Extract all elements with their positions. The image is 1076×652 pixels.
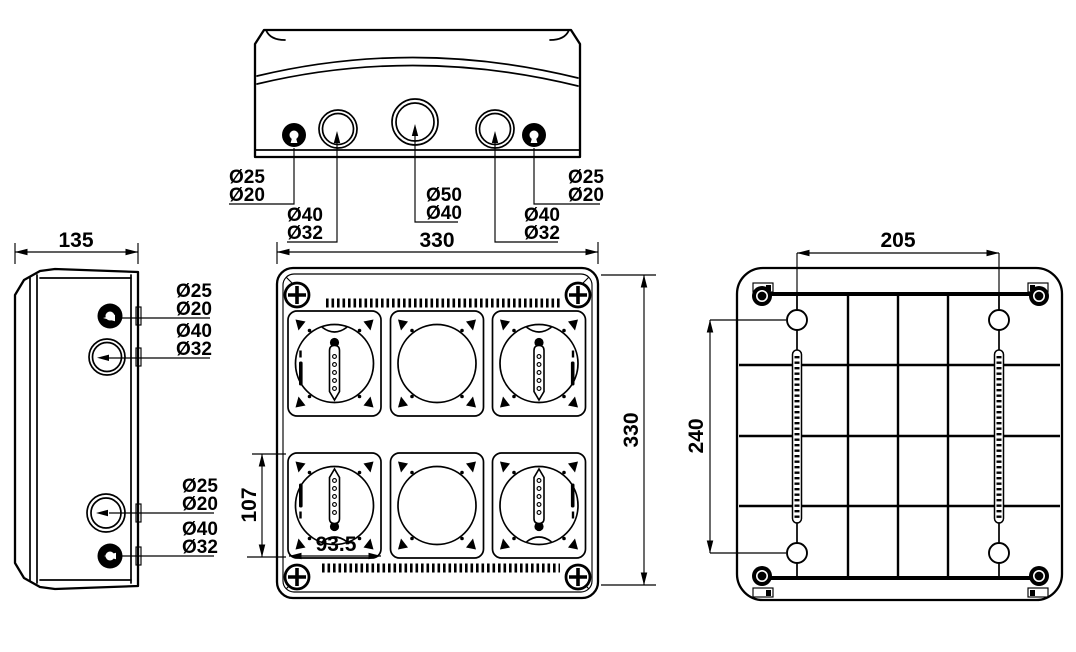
dim-240: 240 (685, 418, 708, 453)
back-mounting-height-dimension: 240 (685, 319, 786, 554)
front-socket-width-dimension: 93.5 (288, 533, 382, 560)
socket-r1c2 (391, 311, 484, 416)
dia-label: Ø40 (287, 205, 323, 226)
dim-205: 205 (880, 229, 915, 252)
front-row-pitch-dimension: 107 (238, 453, 286, 558)
dia-label: Ø25 (229, 167, 265, 188)
dia-label: Ø32 (182, 537, 218, 558)
corner-bosses (751, 282, 1050, 598)
socket-r1c3 (493, 311, 586, 416)
dia-label: Ø50 (426, 185, 462, 206)
back-view: 205 240 (685, 229, 1064, 602)
dia-label: Ø40 (524, 205, 560, 226)
front-view: 330 330 107 93.5 (238, 229, 656, 600)
dia-label: Ø40 (176, 321, 212, 342)
side-view-labels: Ø25 Ø20 Ø40 Ø32 Ø25 Ø20 Ø40 Ø32 (96, 281, 218, 560)
socket-r2c2 (391, 453, 484, 558)
top-view-labels: Ø25 Ø20 Ø40 Ø32 Ø50 Ø40 Ø40 Ø32 Ø25 Ø20 (229, 124, 604, 244)
top-view: Ø25 Ø20 Ø40 Ø32 Ø50 Ø40 Ø40 Ø32 Ø25 Ø20 (229, 28, 604, 244)
dia-label: Ø20 (176, 299, 212, 320)
side-depth-dimension: 135 (14, 229, 139, 264)
mounting-slot-right (988, 295, 1010, 577)
dia-label: Ø25 (182, 476, 218, 497)
dia-label: Ø25 (568, 167, 604, 188)
socket-r2c3 (493, 453, 586, 558)
dia-label: Ø20 (182, 494, 218, 515)
dim-107: 107 (238, 487, 261, 522)
side-knockout-mid-top (88, 338, 126, 376)
dim-135: 135 (58, 229, 93, 252)
dim-330-width: 330 (419, 229, 454, 252)
dia-label: Ø20 (229, 185, 265, 206)
dim-93-5: 93.5 (316, 533, 357, 556)
socket-r1c1 (288, 311, 381, 416)
front-height-dimension: 330 (601, 274, 656, 586)
knockout-mid-left (318, 109, 358, 149)
dia-label: Ø32 (524, 223, 560, 244)
dia-label: Ø25 (176, 281, 212, 302)
side-knockout-small-top (97, 303, 123, 329)
dia-label: Ø20 (568, 185, 604, 206)
front-width-dimension: 330 (276, 229, 599, 264)
dia-label: Ø40 (182, 519, 218, 540)
dia-label: Ø32 (287, 223, 323, 244)
back-mounting-width-dimension: 205 (796, 229, 1000, 257)
dia-label: Ø40 (426, 203, 462, 224)
mounting-slot-left (786, 295, 808, 577)
side-view: 135 Ø25 Ø20 Ø40 Ø32 Ø25 Ø20 Ø40 Ø32 (13, 229, 218, 591)
dim-330-height: 330 (620, 412, 643, 447)
dia-label: Ø32 (176, 339, 212, 360)
